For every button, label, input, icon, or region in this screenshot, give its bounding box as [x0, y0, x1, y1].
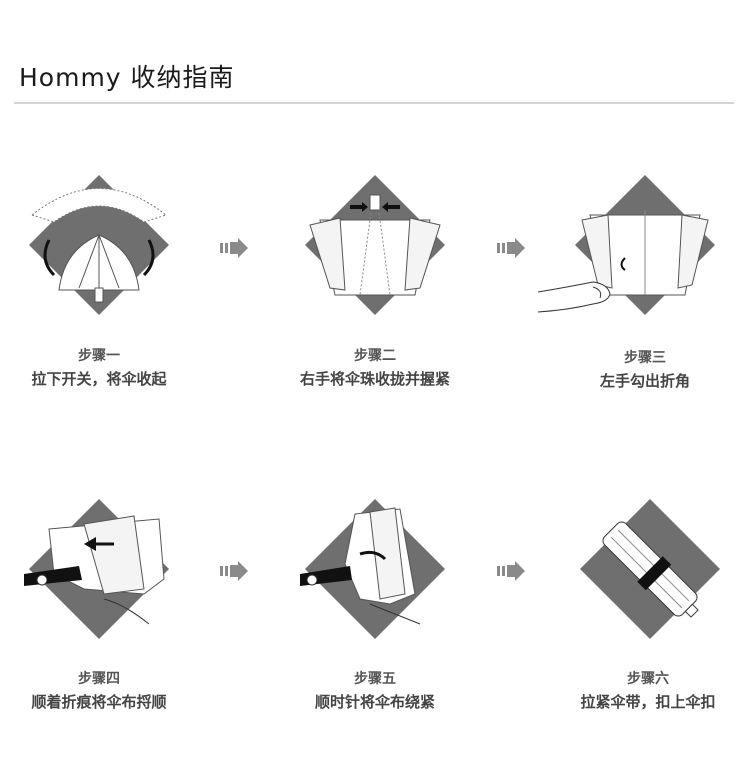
- step-4-illustration: [24, 494, 174, 644]
- next-arrow-icon: [497, 238, 525, 258]
- step-5-illustration: [300, 494, 450, 644]
- step-2-desc: 右手将伞珠收拢并握紧: [245, 368, 505, 389]
- step-1-illustration: [24, 170, 174, 320]
- next-arrow-icon: [220, 561, 248, 581]
- hand-icon: [538, 272, 618, 317]
- next-arrow-icon: [497, 561, 525, 581]
- next-arrow-icon: [220, 238, 248, 258]
- step-2-title: 步骤二: [255, 345, 495, 365]
- step-5-desc: 顺时针将伞布绕紧: [245, 691, 505, 712]
- step-3-title: 步骤三: [525, 347, 750, 367]
- step-1-desc: 拉下开关，将伞收起: [0, 368, 229, 389]
- step-6-illustration: [575, 494, 725, 644]
- page-title: Hommy 收纳指南: [19, 58, 235, 94]
- step-2-illustration: [300, 170, 450, 320]
- step-4-desc: 顺着折痕将伞布捋顺: [0, 691, 229, 712]
- step-1-title: 步骤一: [0, 345, 219, 365]
- step-6-desc: 拉紧伞带，扣上伞扣: [518, 691, 750, 712]
- step-6-title: 步骤六: [528, 668, 750, 688]
- step-5-title: 步骤五: [255, 668, 495, 688]
- step-3-desc: 左手勾出折角: [515, 370, 750, 391]
- title-divider: [14, 102, 734, 104]
- step-4-title: 步骤四: [0, 668, 219, 688]
